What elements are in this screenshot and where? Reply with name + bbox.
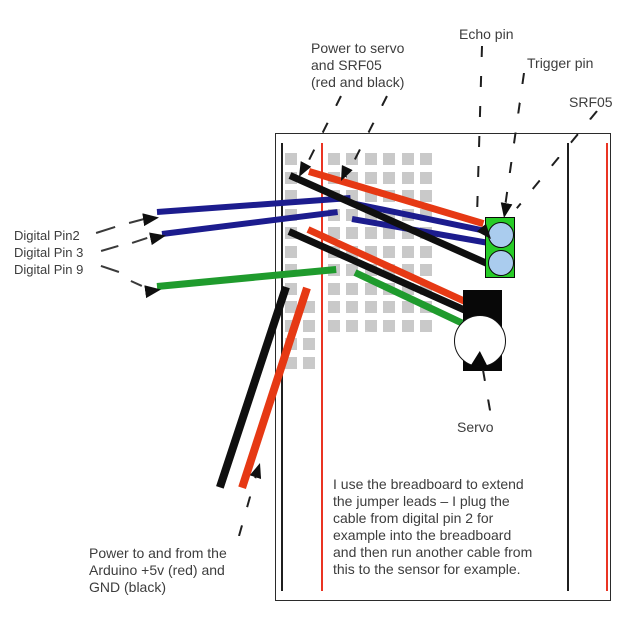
srf05-transducer-top-icon bbox=[488, 222, 514, 248]
label-servo: Servo bbox=[457, 419, 494, 435]
label-trigger-pin: Trigger pin bbox=[527, 55, 594, 71]
breadboard-hole bbox=[365, 153, 377, 165]
label-digital-pin3: Digital Pin 3 bbox=[14, 245, 84, 260]
breadboard-hole bbox=[365, 320, 377, 332]
breadboard-hole bbox=[303, 338, 315, 350]
breadboard-hole bbox=[420, 153, 432, 165]
servo-horn bbox=[454, 315, 506, 367]
breadboard-hole bbox=[328, 153, 340, 165]
label-breadboard-note: I use the breadboard to extend the jumpe… bbox=[333, 476, 533, 577]
breadboard-hole bbox=[328, 320, 340, 332]
breadboard-hole bbox=[365, 301, 377, 313]
breadboard-hole bbox=[346, 301, 358, 313]
breadboard-hole bbox=[328, 301, 340, 313]
breadboard-hole bbox=[420, 172, 432, 184]
breadboard-hole bbox=[383, 301, 395, 313]
breadboard-hole bbox=[402, 246, 414, 258]
label-digital-pin2: Digital Pin2 bbox=[14, 228, 80, 243]
breadboard-hole bbox=[346, 227, 358, 239]
power-rail-left bbox=[321, 143, 323, 591]
breadboard-hole bbox=[420, 264, 432, 276]
leader-pin2-a bbox=[95, 226, 116, 234]
breadboard-hole bbox=[328, 283, 340, 295]
breadboard-hole bbox=[383, 172, 395, 184]
breadboard-hole bbox=[285, 246, 297, 258]
breadboard-hole bbox=[303, 320, 315, 332]
breadboard-hole bbox=[365, 172, 377, 184]
breadboard-hole bbox=[420, 320, 432, 332]
breadboard-hole bbox=[285, 301, 297, 313]
breadboard-hole bbox=[285, 153, 297, 165]
label-srf05: SRF05 bbox=[569, 94, 613, 110]
breadboard-hole bbox=[346, 320, 358, 332]
leader-pin9-b bbox=[130, 280, 143, 287]
srf05-transducer-bottom-icon bbox=[488, 250, 514, 276]
breadboard-hole bbox=[303, 357, 315, 369]
leader-pin9-a bbox=[100, 265, 120, 273]
leader-pin3-b bbox=[131, 237, 148, 244]
breadboard-hole bbox=[402, 172, 414, 184]
power-rail-right bbox=[606, 143, 608, 591]
breadboard-hole bbox=[383, 153, 395, 165]
breadboard-hole bbox=[402, 301, 414, 313]
breadboard-hole bbox=[365, 227, 377, 239]
breadboard-hole bbox=[383, 320, 395, 332]
breadboard-hole bbox=[420, 246, 432, 258]
breadboard-hole bbox=[420, 190, 432, 202]
label-power-to-servo: Power to servo and SRF05 (red and black) bbox=[311, 40, 405, 90]
label-power-arduino: Power to and from the Arduino +5v (red) … bbox=[89, 545, 227, 595]
breadboard-hole bbox=[346, 283, 358, 295]
label-echo-pin: Echo pin bbox=[459, 26, 514, 42]
breadboard-hole bbox=[383, 227, 395, 239]
leader-pin3-a bbox=[100, 245, 119, 252]
breadboard-hole bbox=[285, 357, 297, 369]
breadboard-hole bbox=[365, 283, 377, 295]
breadboard-hole bbox=[383, 246, 395, 258]
breadboard-hole bbox=[402, 320, 414, 332]
breadboard-hole bbox=[402, 153, 414, 165]
board-inner-line-right bbox=[567, 143, 569, 591]
label-digital-pin9: Digital Pin 9 bbox=[14, 262, 84, 277]
